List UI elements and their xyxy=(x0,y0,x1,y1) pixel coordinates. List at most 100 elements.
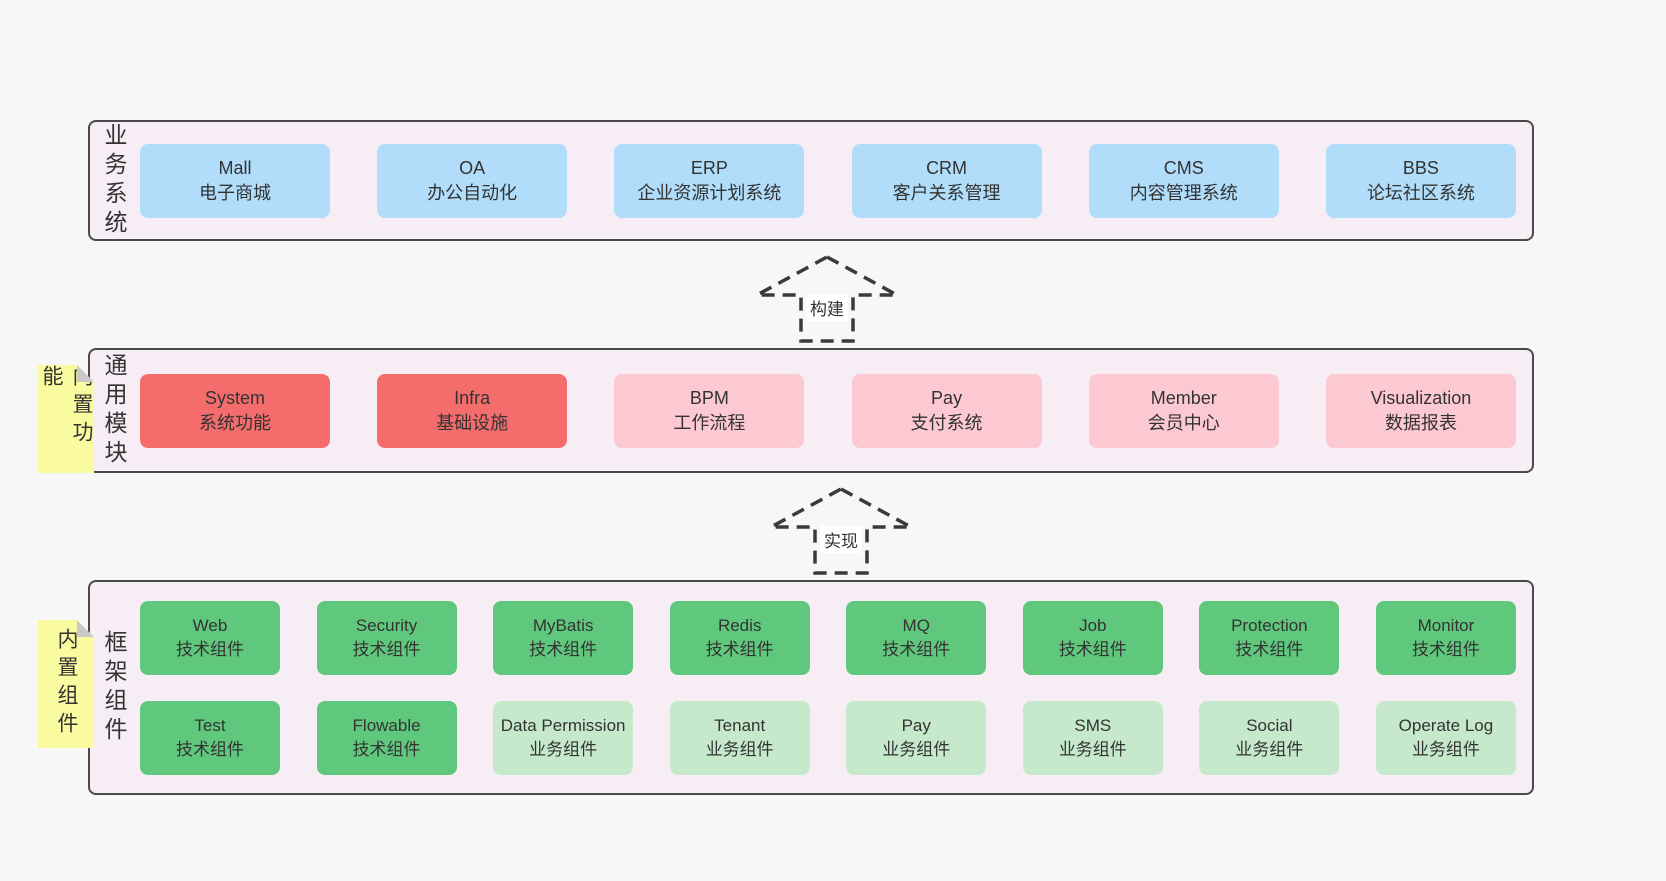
box-name: MyBatis xyxy=(532,615,594,635)
box-name: Pay xyxy=(931,387,963,408)
box-subtitle: 系统功能 xyxy=(199,412,271,433)
box-name: Security xyxy=(355,615,418,635)
box-monitor: Monitor 技术组件 xyxy=(1375,600,1516,675)
box-subtitle: 技术组件 xyxy=(176,639,244,659)
box-operate-log: Operate Log 业务组件 xyxy=(1375,700,1516,775)
box-subtitle: 技术组件 xyxy=(1058,639,1127,659)
box-name: Visualization xyxy=(1370,387,1472,408)
box-subtitle: 内容管理系统 xyxy=(1129,182,1238,203)
layer-business-systems: 业务系统 Mall 电子商城 OA 办公自动化 ERP 企业资源计划系统 CRM… xyxy=(88,120,1534,241)
box-subtitle: 客户关系管理 xyxy=(892,182,1001,203)
box-subtitle: 技术组件 xyxy=(352,639,421,659)
box-subtitle: 技术组件 xyxy=(352,739,421,759)
box-name: MQ xyxy=(902,615,930,635)
box-name: ERP xyxy=(690,157,728,178)
box-web: Web 技术组件 xyxy=(140,600,280,675)
box-name: Social xyxy=(1246,715,1293,735)
box-subtitle: 业务组件 xyxy=(705,739,774,759)
arrow-implement: 实现 xyxy=(766,487,916,575)
layer-common-modules: 通用模块 System 系统功能 Infra 基础设施 BPM 工作流程 Pay… xyxy=(88,348,1534,473)
box-security: Security 技术组件 xyxy=(316,600,457,675)
box-name: Mall xyxy=(218,157,252,178)
box-tenant: Tenant 业务组件 xyxy=(669,700,810,775)
box-infra: Infra 基础设施 xyxy=(377,373,568,448)
business-systems-boxes: Mall 电子商城 OA 办公自动化 ERP 企业资源计划系统 CRM 客户关系… xyxy=(138,122,1532,239)
box-name: Web xyxy=(192,615,228,635)
box-member: Member 会员中心 xyxy=(1088,373,1279,448)
box-bpm: BPM 工作流程 xyxy=(614,373,805,448)
box-name: CRM xyxy=(926,157,968,178)
box-name: OA xyxy=(459,157,486,178)
box-erp: ERP 企业资源计划系统 xyxy=(614,143,805,218)
box-name: Operate Log xyxy=(1398,715,1494,735)
box-name: Job xyxy=(1079,615,1107,635)
box-name: SMS xyxy=(1074,715,1112,735)
box-social: Social 业务组件 xyxy=(1199,700,1340,775)
layer-label-business-systems: 业务系统 xyxy=(101,122,127,239)
box-protection: Protection 技术组件 xyxy=(1199,600,1340,675)
box-name: System xyxy=(204,387,265,408)
box-subtitle: 业务组件 xyxy=(1411,739,1480,759)
box-subtitle: 企业资源计划系统 xyxy=(637,182,782,203)
arrow-implement-label: 实现 xyxy=(820,526,862,553)
business-components-row: Test 技术组件 Flowable 技术组件 Data Permission … xyxy=(140,700,1516,775)
box-crm: CRM 客户关系管理 xyxy=(851,143,1042,218)
layer-label-common-modules: 通用模块 xyxy=(101,352,127,469)
box-name: Infra xyxy=(454,387,491,408)
common-modules-boxes: System 系统功能 Infra 基础设施 BPM 工作流程 Pay 支付系统… xyxy=(138,350,1532,471)
box-subtitle: 技术组件 xyxy=(882,639,951,659)
box-subtitle: 业务组件 xyxy=(1058,739,1127,759)
box-subtitle: 办公自动化 xyxy=(427,182,518,203)
box-cms: CMS 内容管理系统 xyxy=(1088,143,1279,218)
box-subtitle: 会员中心 xyxy=(1147,412,1220,433)
box-subtitle: 支付系统 xyxy=(910,412,983,433)
sticky-note-built-in-features: 内置功能 xyxy=(38,365,94,473)
box-subtitle: 技术组件 xyxy=(529,639,598,659)
tech-components-row: Web 技术组件 Security 技术组件 MyBatis 技术组件 Redi… xyxy=(140,600,1516,675)
framework-components-boxes: Web 技术组件 Security 技术组件 MyBatis 技术组件 Redi… xyxy=(138,582,1532,793)
box-name: Monitor xyxy=(1417,615,1475,635)
up-arrow-icon xyxy=(756,255,898,343)
box-sms: SMS 业务组件 xyxy=(1022,700,1163,775)
box-job: Job 技术组件 xyxy=(1022,600,1163,675)
box-bbs: BBS 论坛社区系统 xyxy=(1325,143,1516,218)
box-test: Test 技术组件 xyxy=(140,700,280,775)
box-subtitle: 业务组件 xyxy=(529,739,598,759)
box-pay: Pay 支付系统 xyxy=(851,373,1042,448)
box-system: System 系统功能 xyxy=(140,373,330,448)
box-name: Pay xyxy=(901,715,931,735)
sticky-note-built-in-components: 内置组件 xyxy=(38,620,94,748)
box-name: Member xyxy=(1150,387,1217,408)
layer-label-framework-components: 框架组件 xyxy=(101,629,127,746)
box-subtitle: 论坛社区系统 xyxy=(1366,182,1475,203)
box-visualization: Visualization 数据报表 xyxy=(1325,373,1516,448)
box-subtitle: 业务组件 xyxy=(1235,739,1304,759)
box-name: Test xyxy=(194,715,226,735)
box-subtitle: 技术组件 xyxy=(1411,639,1480,659)
box-name: Tenant xyxy=(714,715,766,735)
arrow-build-label: 构建 xyxy=(806,294,848,321)
box-subtitle: 技术组件 xyxy=(1235,639,1304,659)
box-subtitle: 基础设施 xyxy=(436,412,509,433)
box-pay-component: Pay 业务组件 xyxy=(846,700,987,775)
box-oa: OA 办公自动化 xyxy=(377,143,568,218)
box-name: Data Permission xyxy=(500,715,626,735)
box-flowable: Flowable 技术组件 xyxy=(316,700,457,775)
box-data-permission: Data Permission 业务组件 xyxy=(493,700,634,775)
box-mq: MQ 技术组件 xyxy=(846,600,987,675)
box-subtitle: 技术组件 xyxy=(176,739,244,759)
box-name: Protection xyxy=(1231,615,1308,635)
box-name: BBS xyxy=(1402,157,1439,178)
layer-framework-components: 框架组件 Web 技术组件 Security 技术组件 MyBatis 技术组件… xyxy=(88,580,1534,795)
box-subtitle: 工作流程 xyxy=(673,412,746,433)
box-subtitle: 业务组件 xyxy=(882,739,951,759)
box-redis: Redis 技术组件 xyxy=(669,600,810,675)
box-name: Redis xyxy=(717,615,762,635)
box-name: CMS xyxy=(1163,157,1204,178)
box-mybatis: MyBatis 技术组件 xyxy=(493,600,634,675)
box-name: BPM xyxy=(689,387,729,408)
box-subtitle: 电子商城 xyxy=(199,182,271,203)
box-mall: Mall 电子商城 xyxy=(140,143,330,218)
box-subtitle: 技术组件 xyxy=(705,639,774,659)
